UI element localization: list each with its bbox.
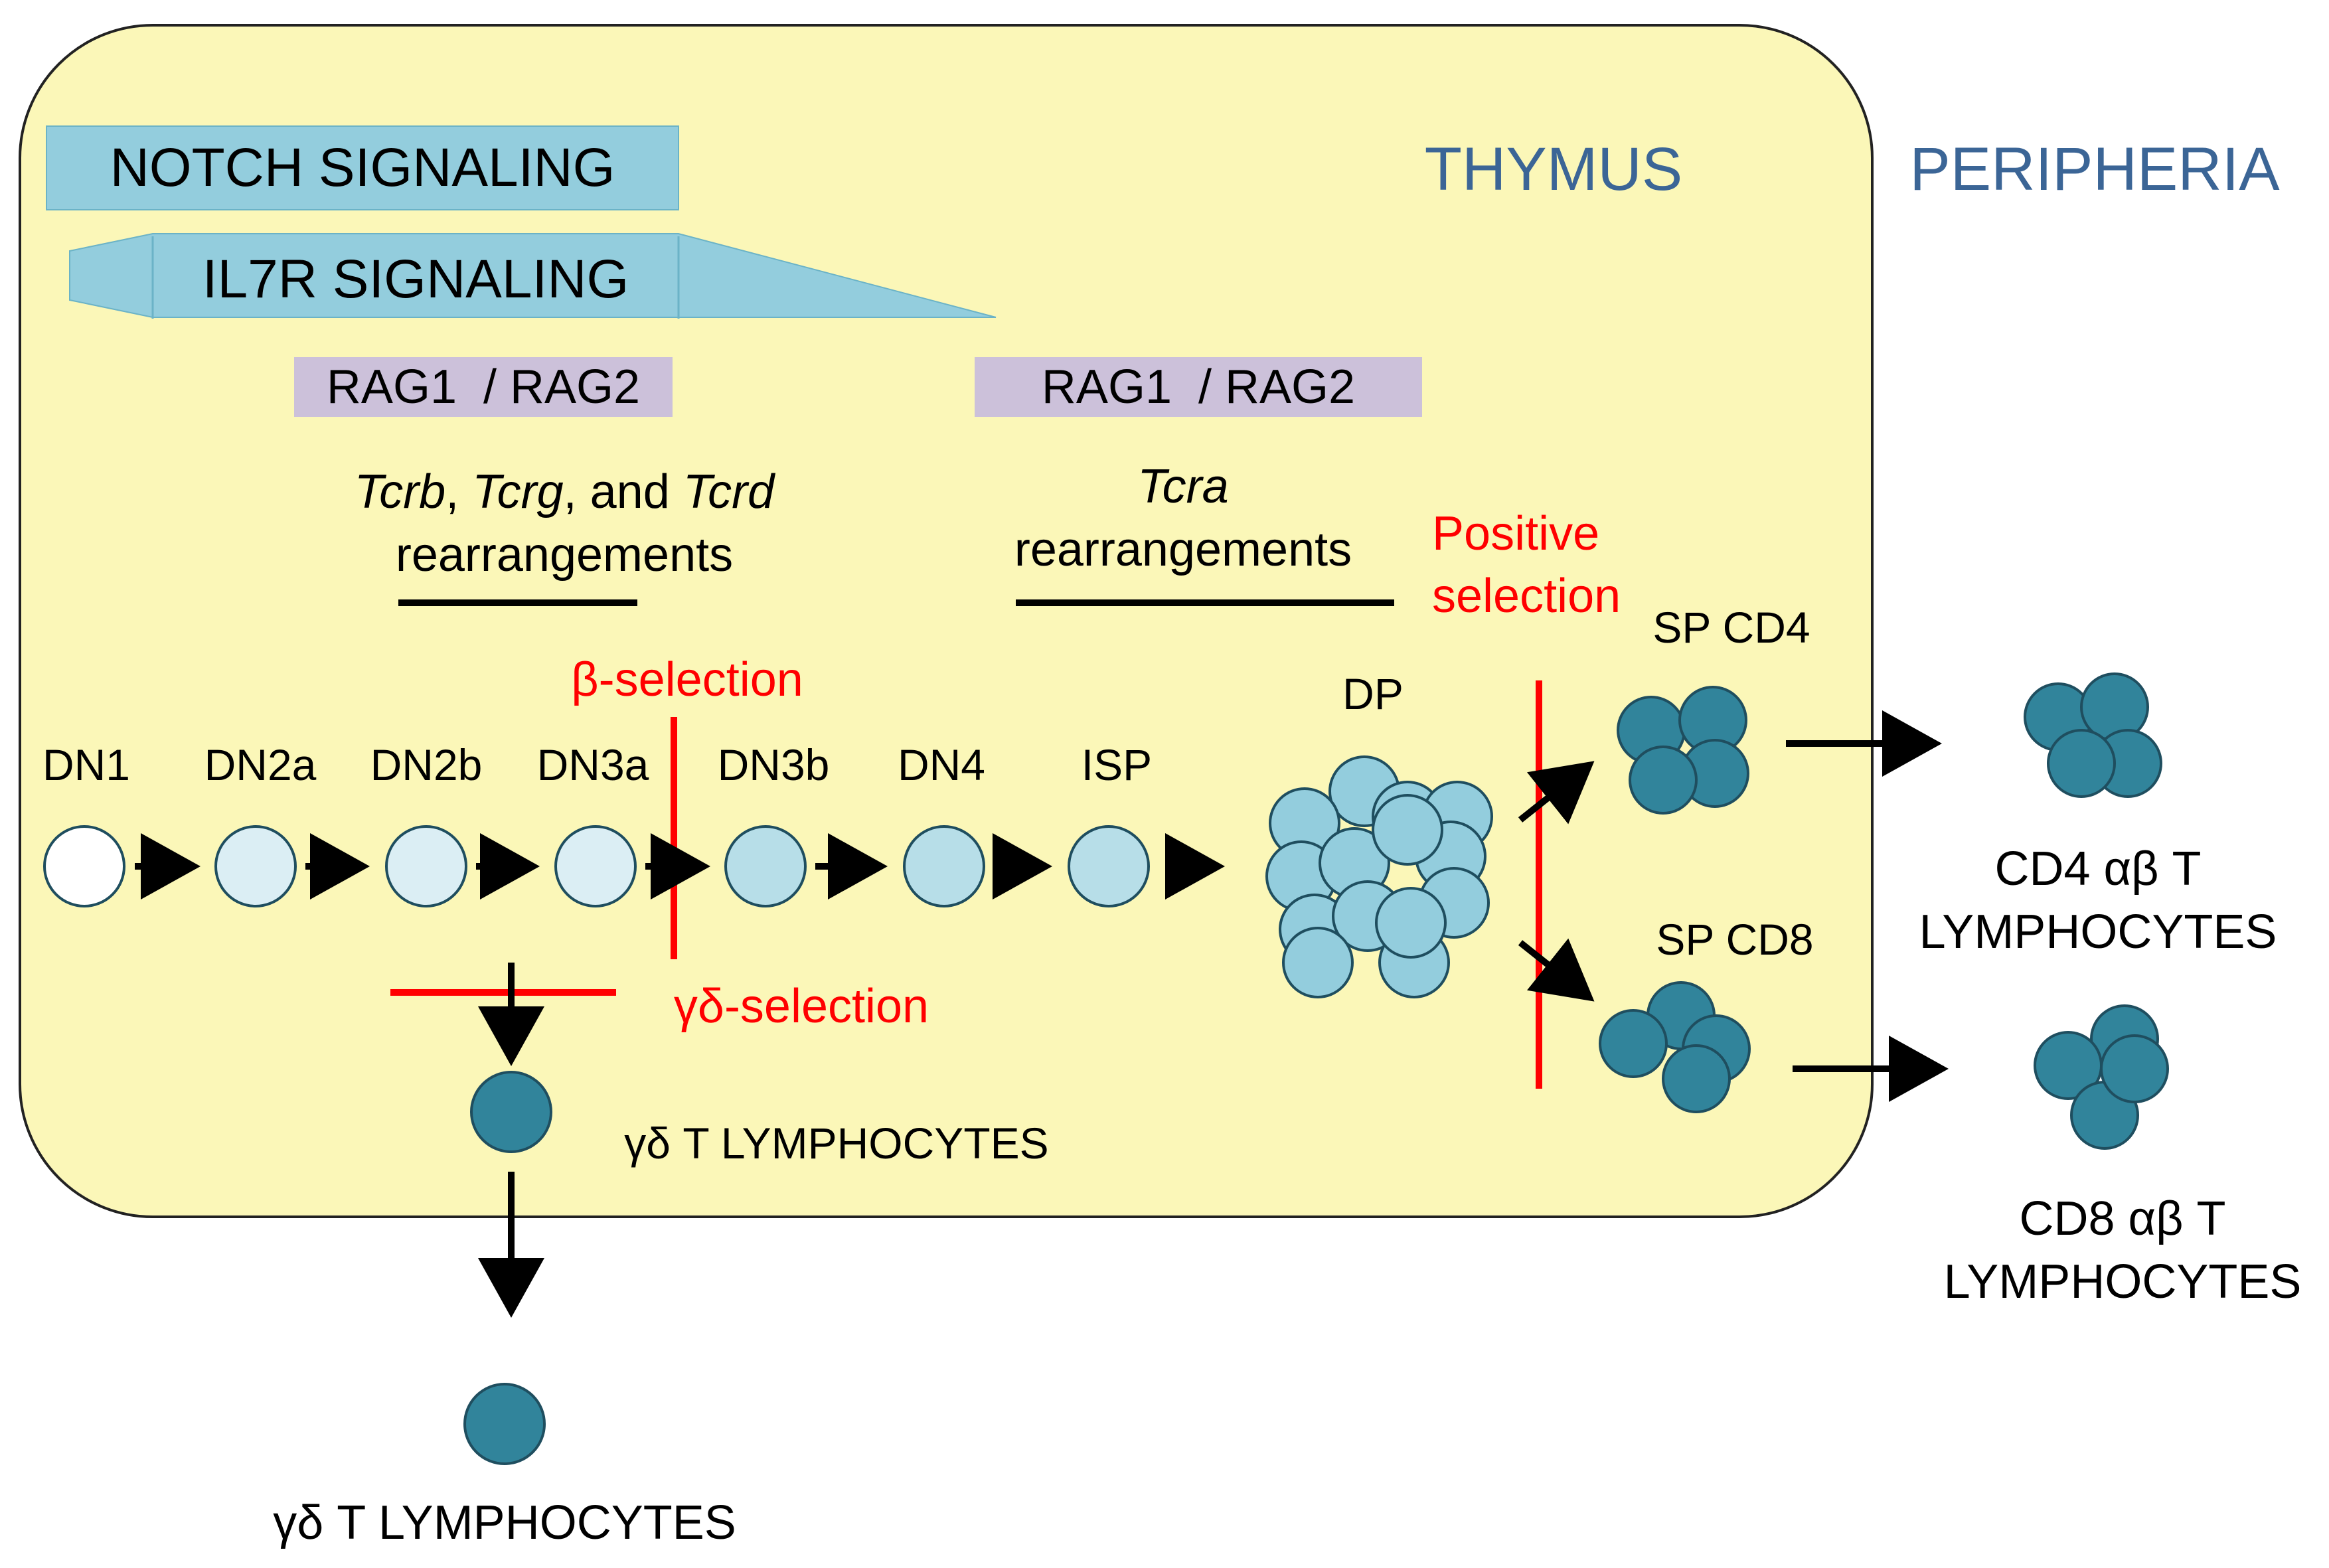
cell-dn1 <box>43 825 125 907</box>
sp-cd4-label: SP CD4 <box>1652 603 1810 652</box>
stage-label-dn3a: DN3a <box>537 740 649 789</box>
stage-label-dn2b: DN2b <box>370 740 483 789</box>
rag-box-early <box>294 357 673 417</box>
cell-dn2b <box>385 825 467 907</box>
dp-cell-cluster <box>1265 755 1493 998</box>
gene-sep-2: , and <box>564 465 683 518</box>
late-rearrangement-gene: Tcra <box>1137 460 1228 513</box>
dp-to-sp-arrows <box>1518 761 1595 1002</box>
cd4-output-line1: CD4 αβ T <box>1994 842 2201 896</box>
early-rearrangement-word: rearrangements <box>396 528 733 582</box>
arrow-dp-sp-cd8 <box>1518 938 1595 1002</box>
positive-selection-line1: Positive <box>1432 507 1599 560</box>
positive-selection-line2: selection <box>1432 570 1621 623</box>
cell-gd-thymus <box>470 1071 552 1153</box>
thymus-title: THYMUS <box>1425 135 1682 203</box>
gene-tcrb: Tcrb <box>355 465 445 518</box>
gd-selection-label: γδ-selection <box>674 980 929 1033</box>
sp-cd8-label: SP CD8 <box>1656 915 1813 964</box>
late-rearrangement-word: rearrangements <box>1014 523 1352 576</box>
cell-gd-periphery <box>463 1383 546 1465</box>
stage-label-isp: ISP <box>1082 740 1152 789</box>
periphery-arrows <box>1786 710 1949 1102</box>
cd4-output-line2: LYMPHOCYTES <box>1919 905 2277 959</box>
arrow-dp-sp-cd4 <box>1518 761 1595 824</box>
notch-signaling-label: NOTCH SIGNALING <box>110 137 615 198</box>
rag-label-late: RAG1 / RAG2 <box>1042 360 1355 414</box>
cell-dn3a <box>554 825 637 907</box>
stage-label-dn4: DN4 <box>898 740 985 789</box>
periphery-cd4-cluster <box>2024 672 2162 798</box>
periphery-title: PERIPHERIA <box>1909 135 2280 203</box>
stage-label-dn3b: DN3b <box>718 740 830 789</box>
early-rearrangement-genes: Tcrb, Tcrg, and Tcrd <box>355 465 775 518</box>
beta-selection-label: β-selection <box>571 653 803 706</box>
gd-periphery-label: γδ T LYMPHOCYTES <box>273 1496 736 1549</box>
cd8-output-line1: CD8 αβ T <box>2019 1192 2225 1245</box>
sp-cd4-cluster <box>1617 686 1749 815</box>
gene-tcrd: Tcrd <box>683 465 775 518</box>
il7r-signaling-label: IL7R SIGNALING <box>202 249 629 309</box>
dp-label: DP <box>1342 669 1404 718</box>
notch-signaling-bar <box>46 125 679 210</box>
sp-cd8-cluster <box>1599 981 1751 1113</box>
stage-label-dn1: DN1 <box>42 740 130 789</box>
gd-thymus-label: γδ T LYMPHOCYTES <box>624 1119 1048 1168</box>
rag-box-late <box>975 357 1422 417</box>
cell-isp <box>1068 825 1150 907</box>
cell-dn2a <box>214 825 297 907</box>
gene-tcrg: Tcrg <box>472 465 563 518</box>
gene-sep-1: , <box>445 465 472 518</box>
cell-dn4 <box>903 825 985 907</box>
stage-label-dn2a: DN2a <box>204 740 317 789</box>
cd8-output-line2: LYMPHOCYTES <box>1944 1255 2302 1308</box>
periphery-cd8-cluster <box>2034 1004 2169 1150</box>
cell-dn3b <box>724 825 807 907</box>
rag-label-early: RAG1 / RAG2 <box>327 360 640 414</box>
